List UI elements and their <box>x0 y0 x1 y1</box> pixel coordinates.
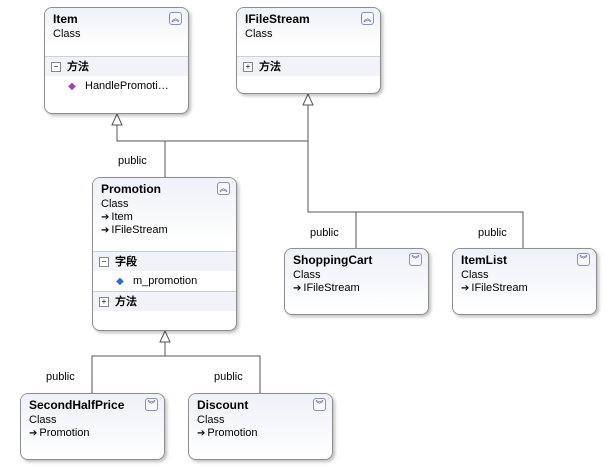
section-label: 方法 <box>115 296 137 308</box>
section-methods[interactable]: −方法 <box>45 56 188 76</box>
inheritance-arrowhead-item <box>111 112 123 126</box>
label-promotion-public: public <box>118 155 147 167</box>
field-member[interactable]: ◆ m_promotion <box>93 271 236 291</box>
section-label: 方法 <box>259 61 281 73</box>
class-discount-header: Discount Class ➔Promotion ︾ <box>189 394 332 459</box>
class-itemlist-header: ItemList Class ➔IFileStream ︾ <box>453 249 596 314</box>
class-secondhalfprice-header: SecondHalfPrice Class ➔Promotion ︾ <box>21 394 164 459</box>
class-itemlist[interactable]: ItemList Class ➔IFileStream ︾ <box>452 248 597 315</box>
class-discount[interactable]: Discount Class ➔Promotion ︾ <box>188 393 333 460</box>
label-shoppingcart-public: public <box>310 227 339 239</box>
section-fields[interactable]: −字段 <box>93 251 236 271</box>
class-shoppingcart[interactable]: ShoppingCart Class ➔IFileStream ︾ <box>284 248 429 315</box>
class-name: Item <box>53 12 78 26</box>
member-name: HandlePromoti… <box>85 80 169 92</box>
base-type: ➔IFileStream <box>101 224 168 236</box>
connector-discount-promotion <box>165 355 261 393</box>
double-chevron-down-icon[interactable]: ︾ <box>409 253 422 266</box>
method-member[interactable]: ◆ HandlePromoti… <box>45 76 188 96</box>
class-name: ItemList <box>461 253 508 267</box>
collapse-icon[interactable]: − <box>51 62 61 73</box>
class-promotion[interactable]: Promotion Class ➔Item ➔IFileStream ︽ −字段… <box>92 177 237 331</box>
base-type: ➔IFileStream <box>293 282 360 294</box>
class-shoppingcart-header: ShoppingCart Class ➔IFileStream ︾ <box>285 249 428 314</box>
expand-icon[interactable]: + <box>243 62 253 73</box>
base-type: ➔Promotion <box>29 427 90 439</box>
class-kind: Class <box>101 198 129 210</box>
inherits-arrow-icon: ➔ <box>461 283 470 294</box>
class-secondhalfprice[interactable]: SecondHalfPrice Class ➔Promotion ︾ <box>20 393 165 460</box>
section-label: 字段 <box>115 256 137 268</box>
class-name: ShoppingCart <box>293 253 373 267</box>
double-chevron-up-icon[interactable]: ︽ <box>217 182 230 195</box>
class-kind: Class <box>461 269 489 281</box>
class-kind: Class <box>29 414 57 426</box>
class-item[interactable]: Item Class ︽ −方法 ◆ HandlePromoti… <box>44 7 189 114</box>
double-chevron-up-icon[interactable]: ︽ <box>169 12 182 25</box>
base-type: ➔Promotion <box>197 427 258 439</box>
expand-icon[interactable]: + <box>99 297 109 308</box>
label-secondhalfprice-public: public <box>46 371 75 383</box>
label-discount-public: public <box>214 371 243 383</box>
method-icon: ◆ <box>68 81 76 92</box>
class-name: IFileStream <box>245 12 310 26</box>
base-type: ➔IFileStream <box>461 282 528 294</box>
inherits-arrow-icon: ➔ <box>29 428 38 439</box>
connector-secondhalfprice-promotion <box>91 342 166 393</box>
class-ifilestream-header: IFileStream Class ︽ <box>237 8 380 47</box>
class-kind: Class <box>53 28 81 40</box>
class-name: Discount <box>197 398 249 412</box>
inheritance-arrowhead-promotion <box>159 329 171 343</box>
double-chevron-up-icon[interactable]: ︽ <box>361 12 374 25</box>
inherits-arrow-icon: ➔ <box>101 212 110 223</box>
connector-promotion-item <box>116 125 166 177</box>
label-itemlist-public: public <box>478 227 507 239</box>
inheritance-arrowhead-ifilestream <box>302 92 314 106</box>
double-chevron-down-icon[interactable]: ︾ <box>313 398 326 411</box>
inherits-arrow-icon: ➔ <box>293 283 302 294</box>
connector-itemlist-ifilestream <box>308 211 524 248</box>
class-kind: Class <box>197 414 225 426</box>
section-label: 方法 <box>67 61 89 73</box>
class-ifilestream[interactable]: IFileStream Class ︽ + 方法 <box>236 7 381 94</box>
section-methods[interactable]: + 方法 <box>93 291 236 311</box>
collapse-icon[interactable]: − <box>99 257 109 268</box>
class-name: Promotion <box>101 182 161 196</box>
base-type: ➔Item <box>101 211 133 223</box>
double-chevron-down-icon[interactable]: ︾ <box>577 253 590 266</box>
inherits-arrow-icon: ➔ <box>101 225 110 236</box>
inherits-arrow-icon: ➔ <box>197 428 206 439</box>
section-methods[interactable]: + 方法 <box>237 56 380 76</box>
member-name: m_promotion <box>133 275 198 287</box>
class-name: SecondHalfPrice <box>29 398 125 412</box>
class-item-header: Item Class ︽ <box>45 8 188 47</box>
double-chevron-down-icon[interactable]: ︾ <box>145 398 158 411</box>
class-promotion-header: Promotion Class ➔Item ➔IFileStream ︽ <box>93 178 236 243</box>
field-icon: ◆ <box>116 276 124 287</box>
class-kind: Class <box>293 269 321 281</box>
class-kind: Class <box>245 28 273 40</box>
